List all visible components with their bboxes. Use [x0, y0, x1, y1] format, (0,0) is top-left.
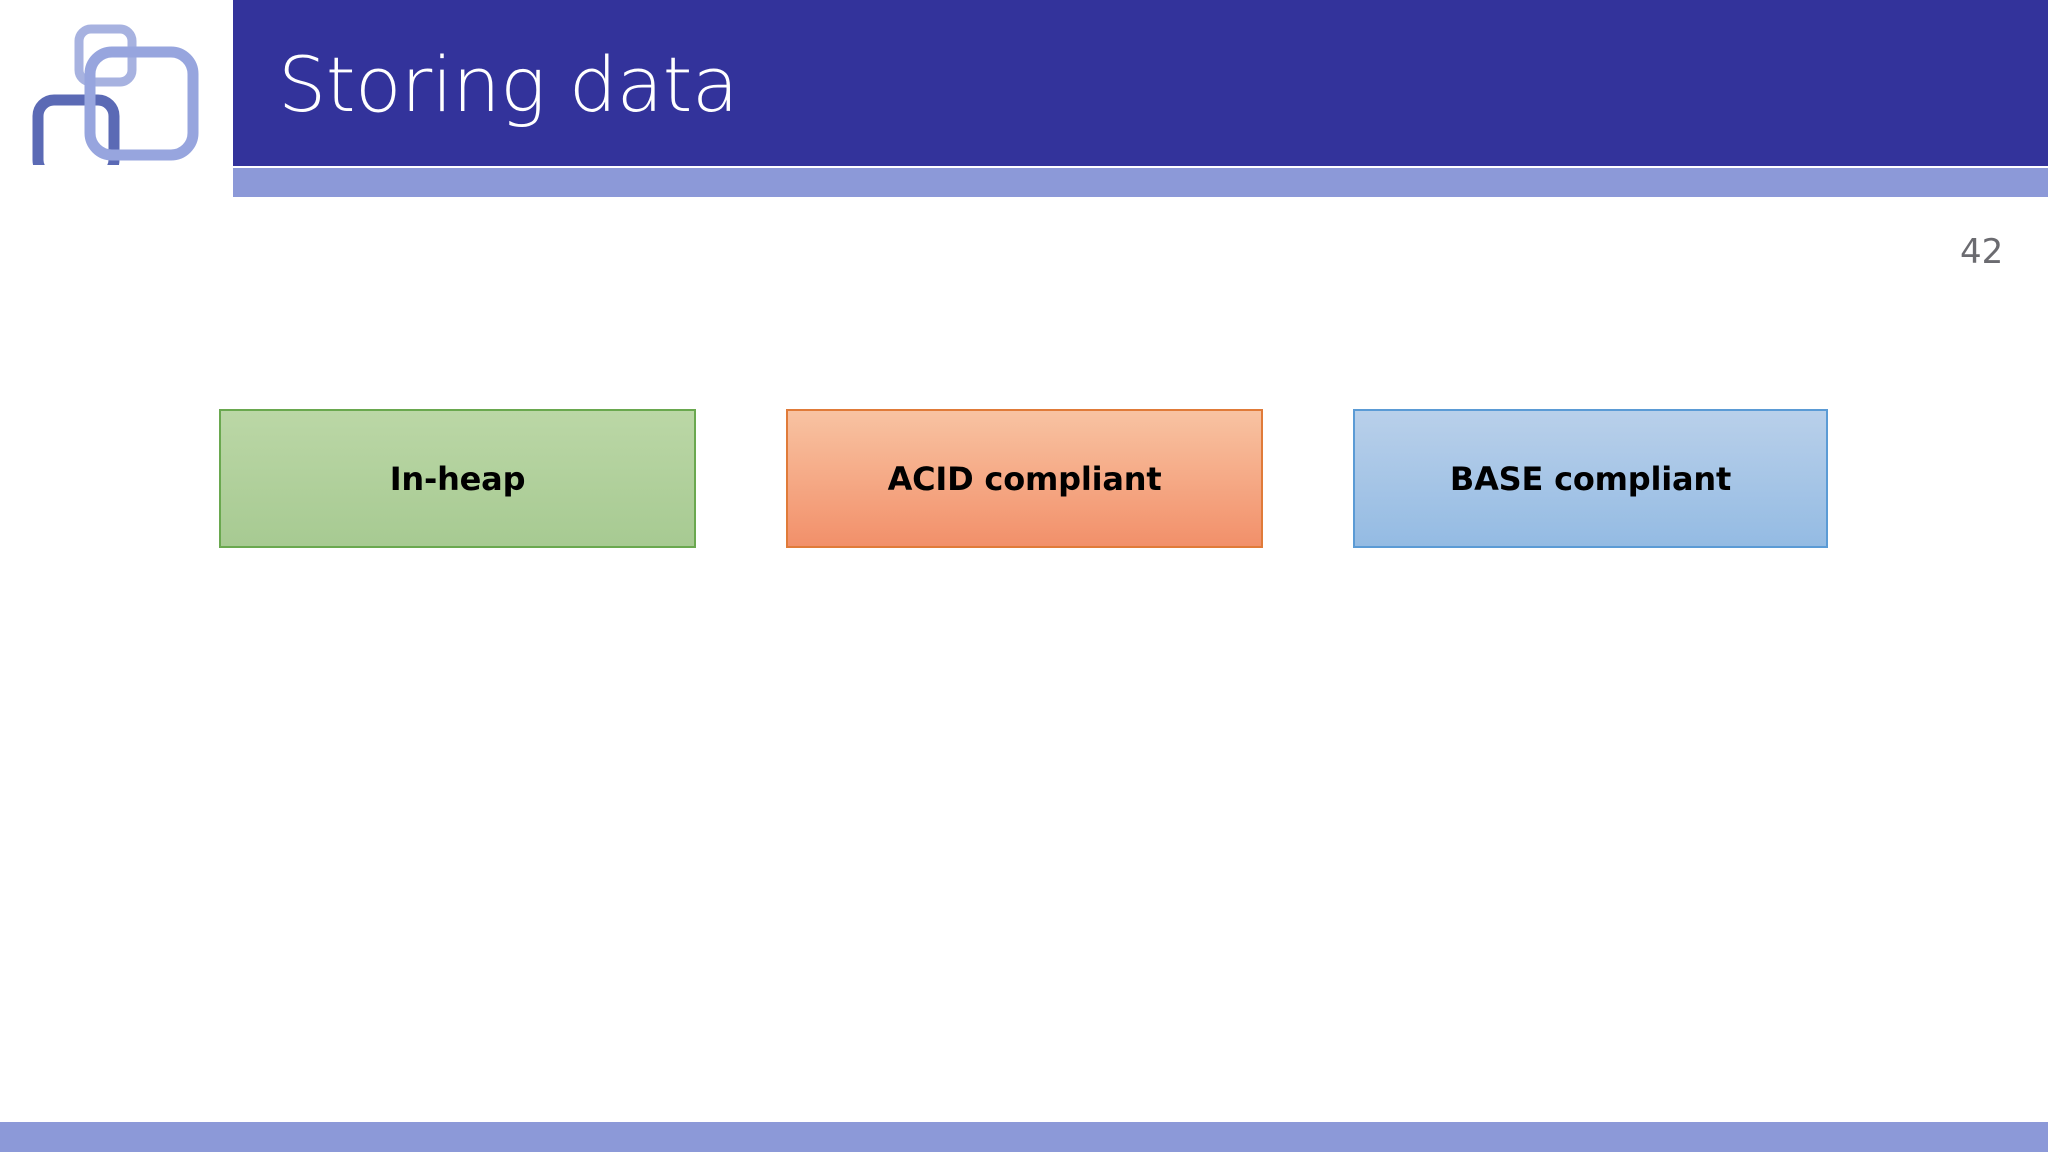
overlapping-squares-logo [30, 15, 210, 165]
box-acid-compliant-label: ACID compliant [887, 459, 1162, 498]
box-base-compliant[interactable]: BASE compliant [1353, 409, 1828, 548]
box-in-heap-label: In-heap [389, 459, 526, 498]
page-number: 42 [1960, 232, 2004, 272]
box-in-heap[interactable]: In-heap [219, 409, 696, 548]
box-acid-compliant[interactable]: ACID compliant [786, 409, 1263, 548]
logo-square-dark [32, 94, 120, 165]
box-base-compliant-label: BASE compliant [1449, 459, 1732, 498]
footer-band [0, 1122, 2048, 1152]
logo-square-large [84, 46, 199, 161]
page-title: Storing data [278, 40, 739, 129]
header-band-light [233, 168, 2048, 197]
header-band-dark [233, 0, 2048, 166]
